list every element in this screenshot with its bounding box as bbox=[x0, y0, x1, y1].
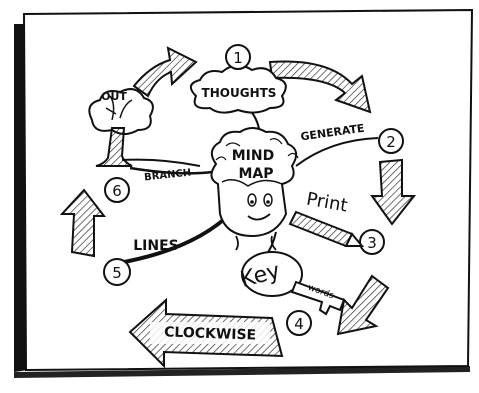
right-eye bbox=[264, 194, 272, 206]
step-2-number: 2 bbox=[386, 133, 396, 151]
step-1-number: 1 bbox=[233, 49, 243, 67]
center-label-map: MAP bbox=[238, 166, 273, 182]
tree-label: OUT bbox=[101, 90, 127, 103]
left-eye bbox=[248, 194, 256, 206]
thoughts-label: THOUGHTS bbox=[202, 86, 277, 100]
step-5-number: 5 bbox=[112, 264, 122, 282]
step-6-number: 6 bbox=[112, 182, 122, 200]
center-label-mind: MIND bbox=[232, 148, 274, 164]
left-pupil bbox=[250, 200, 254, 204]
lines-label: LINES bbox=[133, 238, 179, 254]
step-4-number: 4 bbox=[294, 315, 304, 333]
right-pupil bbox=[266, 200, 270, 204]
clockwise-label: CLOCKWISE bbox=[164, 324, 257, 343]
step-3-number: 3 bbox=[367, 234, 377, 252]
